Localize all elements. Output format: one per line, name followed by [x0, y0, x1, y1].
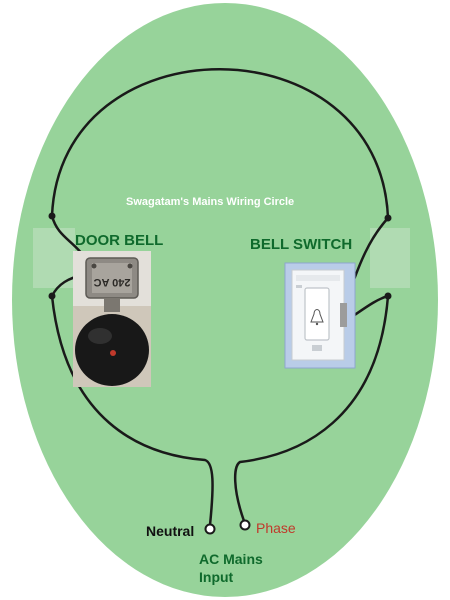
- junction-dot: [384, 292, 392, 300]
- phase-label: Phase: [256, 520, 296, 536]
- left-wall-patch: [33, 228, 75, 288]
- diagram-title: Swagatam's Mains Wiring Circle: [126, 196, 295, 208]
- left-lower-wire: [50, 294, 214, 527]
- neutral-label: Neutral: [146, 523, 195, 539]
- junction-dot: [48, 212, 56, 220]
- bell-switch-label: BELL SWITCH: [250, 236, 353, 253]
- bell-plate-text: 240 AC: [94, 276, 131, 288]
- right-wall-patch: [370, 228, 410, 288]
- neutral-terminal: [204, 523, 216, 535]
- bell-switch-image: [284, 262, 356, 369]
- ac-mains-label: AC Mains: [199, 551, 263, 567]
- junction-dot: [48, 292, 56, 300]
- door-bell-image: 240 AC: [73, 251, 151, 387]
- door-bell-label: DOOR BELL: [75, 232, 164, 249]
- right-lower-wire: [233, 294, 390, 523]
- phase-terminal: [239, 519, 251, 531]
- background-oval: [12, 3, 438, 597]
- top-wire: [50, 68, 390, 220]
- ac-mains-input-label: Input: [199, 569, 234, 585]
- junction-dot: [384, 214, 392, 222]
